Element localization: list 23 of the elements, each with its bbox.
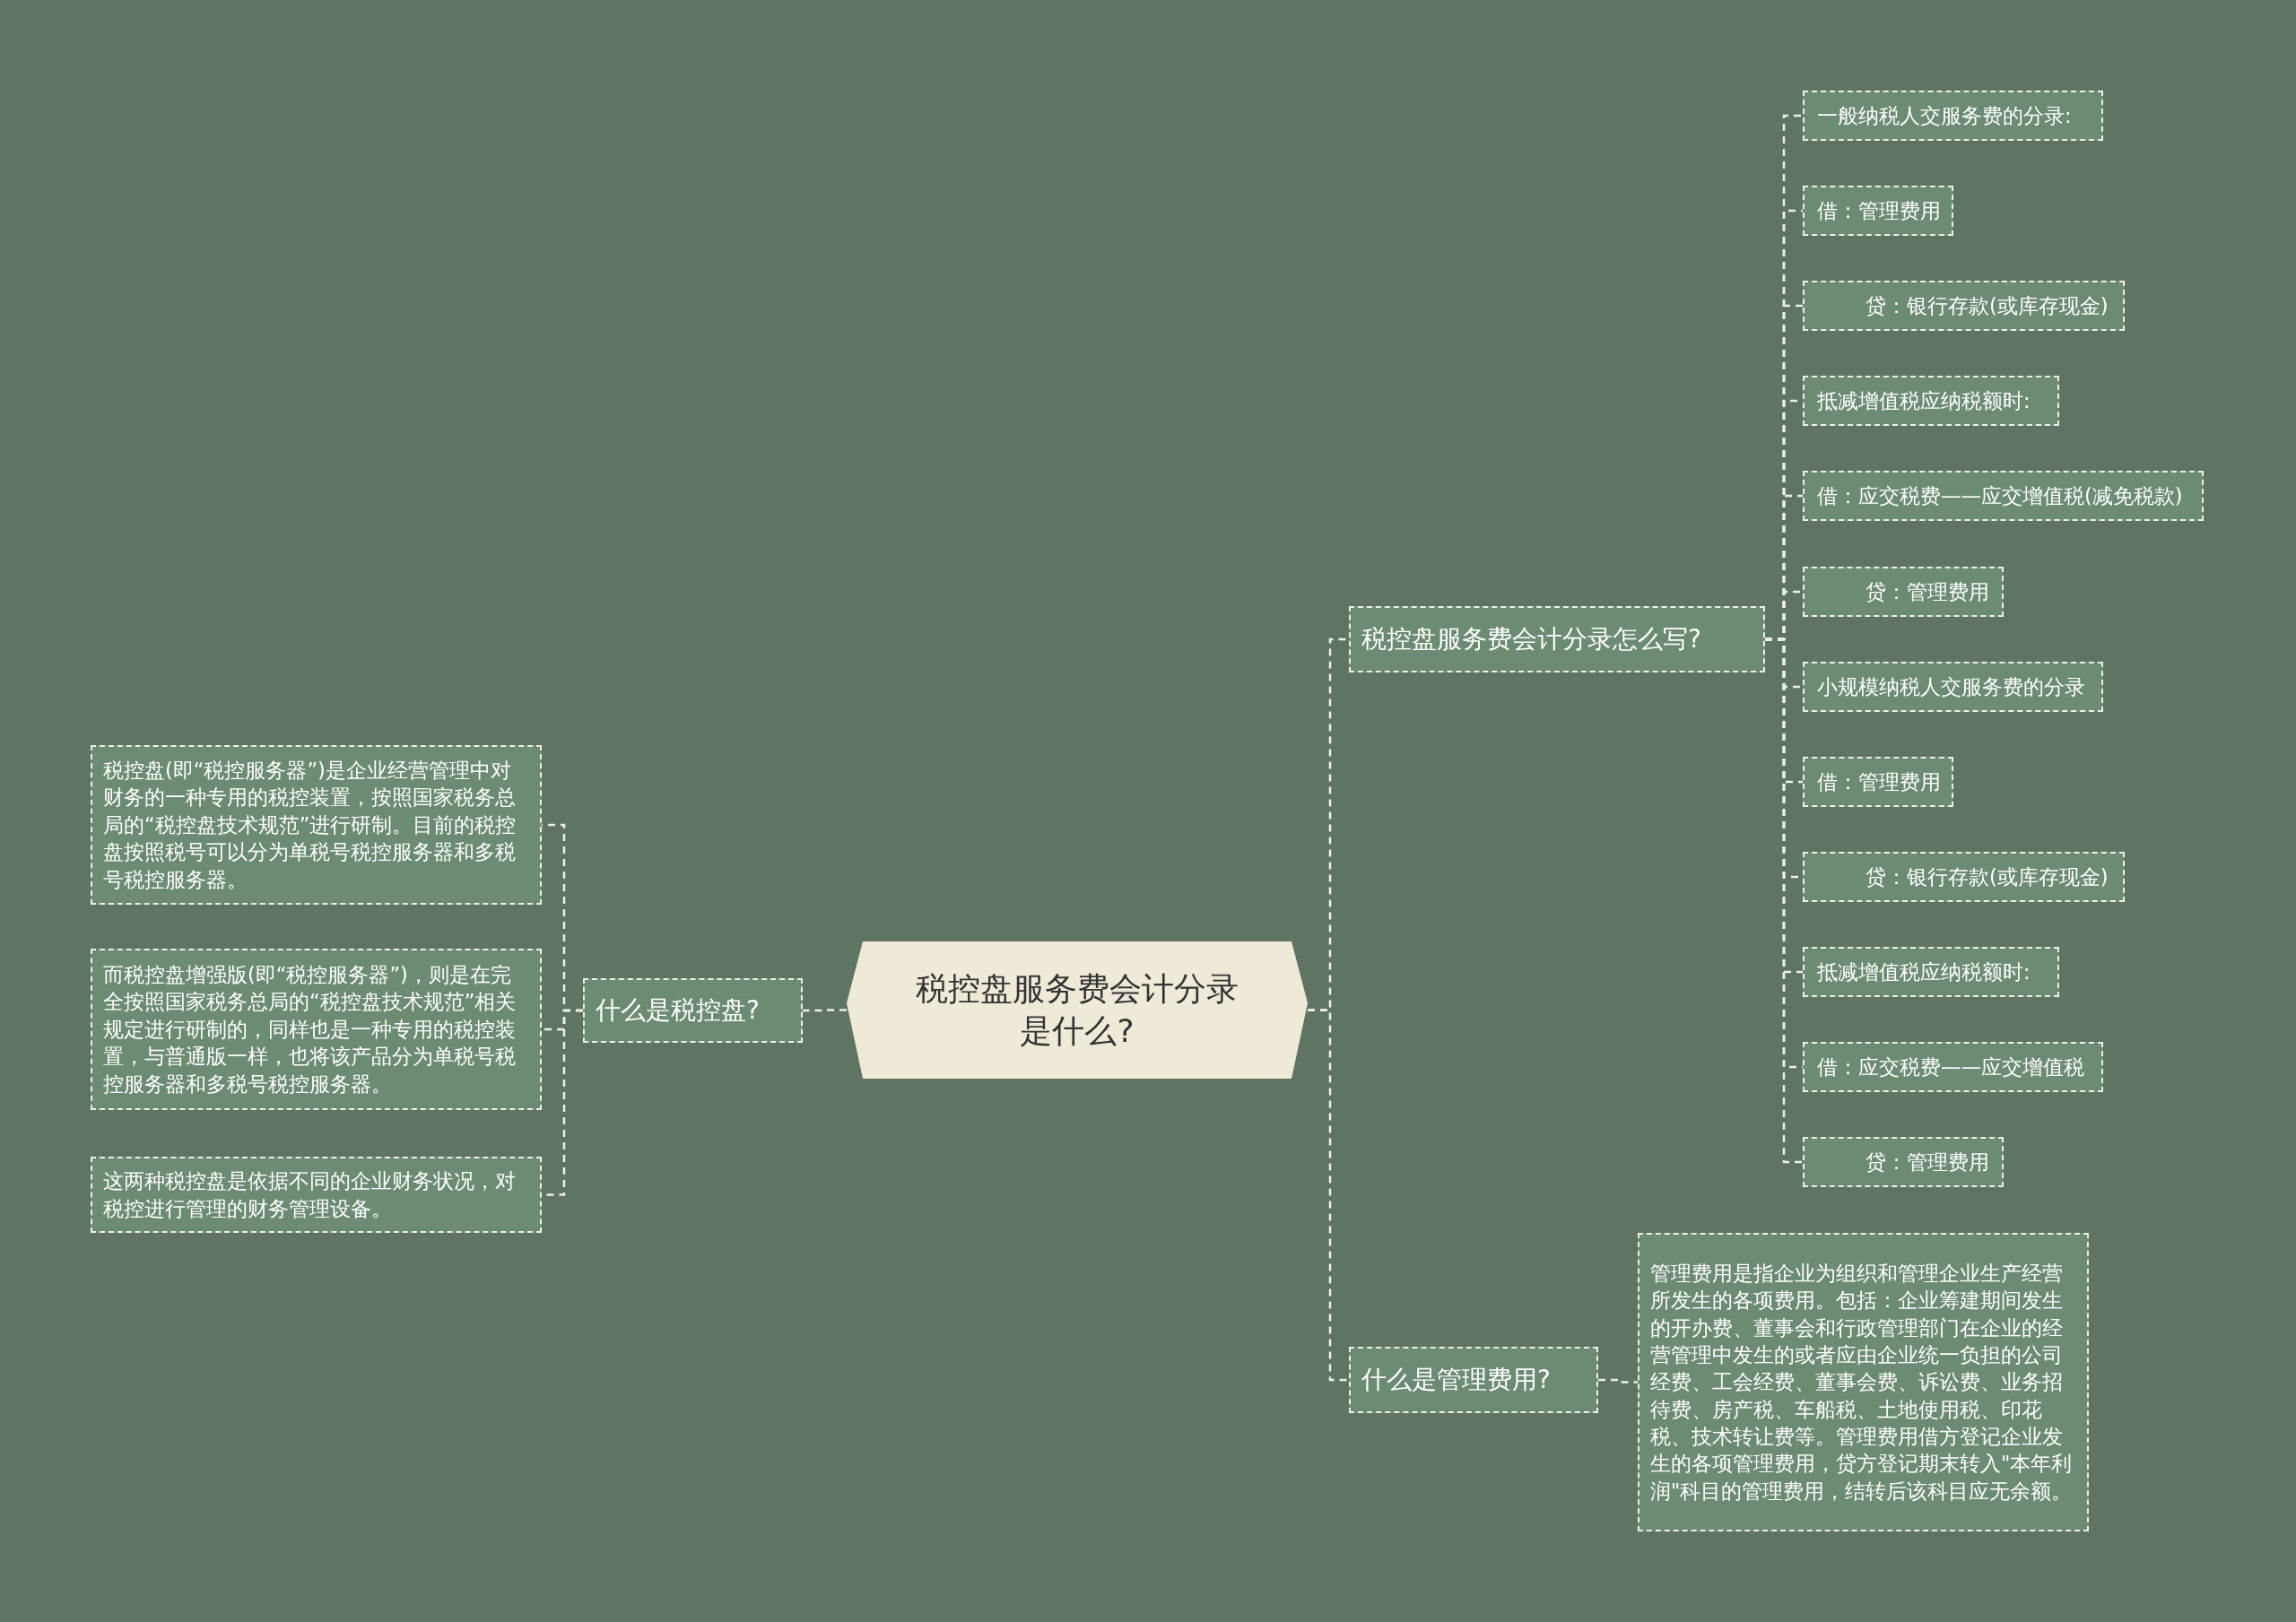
topic-box: 小规模纳税人交服务费的分录: [1803, 662, 2103, 712]
connector-line: [1308, 1009, 1349, 1382]
topic-box: 贷：银行存款(或库存现金): [1803, 281, 2125, 331]
topic-box: 什么是税控盘?: [583, 978, 803, 1043]
topic-box: 借：应交税费——应交增值税: [1803, 1042, 2103, 1092]
topic-box: 一般纳税人交服务费的分录:: [1803, 91, 2103, 141]
connector-line: [1598, 1378, 1638, 1383]
topic-note-box: 税控盘(即“税控服务器”)是企业经营管理中对财务的一种专用的税控装置，按照国家税务总局的“税控盘技术规范”进行研制。目前的税控盘按照税号可以分为单税号税控服务器和多税号税控服务器。: [91, 745, 542, 905]
topic-box: 借：应交税费——应交增值税(减免税款): [1803, 471, 2204, 521]
topic-note-box: 管理费用是指企业为组织和管理企业生产经营所发生的各项费用。包括：企业筹建期间发生的开办费、董事会和行政管理部门在企业的经营管理中发生的或者应由企业统一负担的公司经费、工会经费、董事会费、诉讼费、业务招待费、房产税、车船税、土地使用税、印花税、技术转让费等。管理费用借方登记企业发生的各项管理费用，贷方登记期末转入"本年利润"科目的管理费用，结转后该科目应无余额。: [1638, 1233, 2089, 1531]
topic-box: 借：管理费用: [1803, 757, 1953, 807]
topic-box: 抵减增值税应纳税额时:: [1803, 376, 2059, 426]
topic-box: 借：管理费用: [1803, 186, 1953, 236]
topic-box: 抵减增值税应纳税额时:: [1803, 947, 2059, 997]
topic-box: 税控盘服务费会计分录怎么写?: [1349, 606, 1765, 672]
topic-box: 贷：管理费用: [1803, 567, 2004, 617]
topic-box: 这两种税控盘是依据不同的企业财务状况，对税控进行管理的财务管理设备。: [91, 1157, 542, 1233]
connector-line: [803, 1009, 847, 1012]
topic-box: 贷：银行存款(或库存现金): [1803, 852, 2125, 902]
topic-box: 贷：管理费用: [1803, 1137, 2004, 1187]
topic-note-box: 而税控盘增强版(即“税控服务器”)，则是在完全按照国家税务总局的“税控盘技术规范”相关规定进行研制的，同样也是一种专用的税控装置，与普通版一样，也将该产品分为单税号税控服务器和多税号税控服务器。: [91, 949, 542, 1110]
central-topic-hexagon: 税控盘服务费会计分录是什么?: [847, 941, 1308, 1079]
topic-box: 什么是管理费用?: [1349, 1347, 1598, 1413]
